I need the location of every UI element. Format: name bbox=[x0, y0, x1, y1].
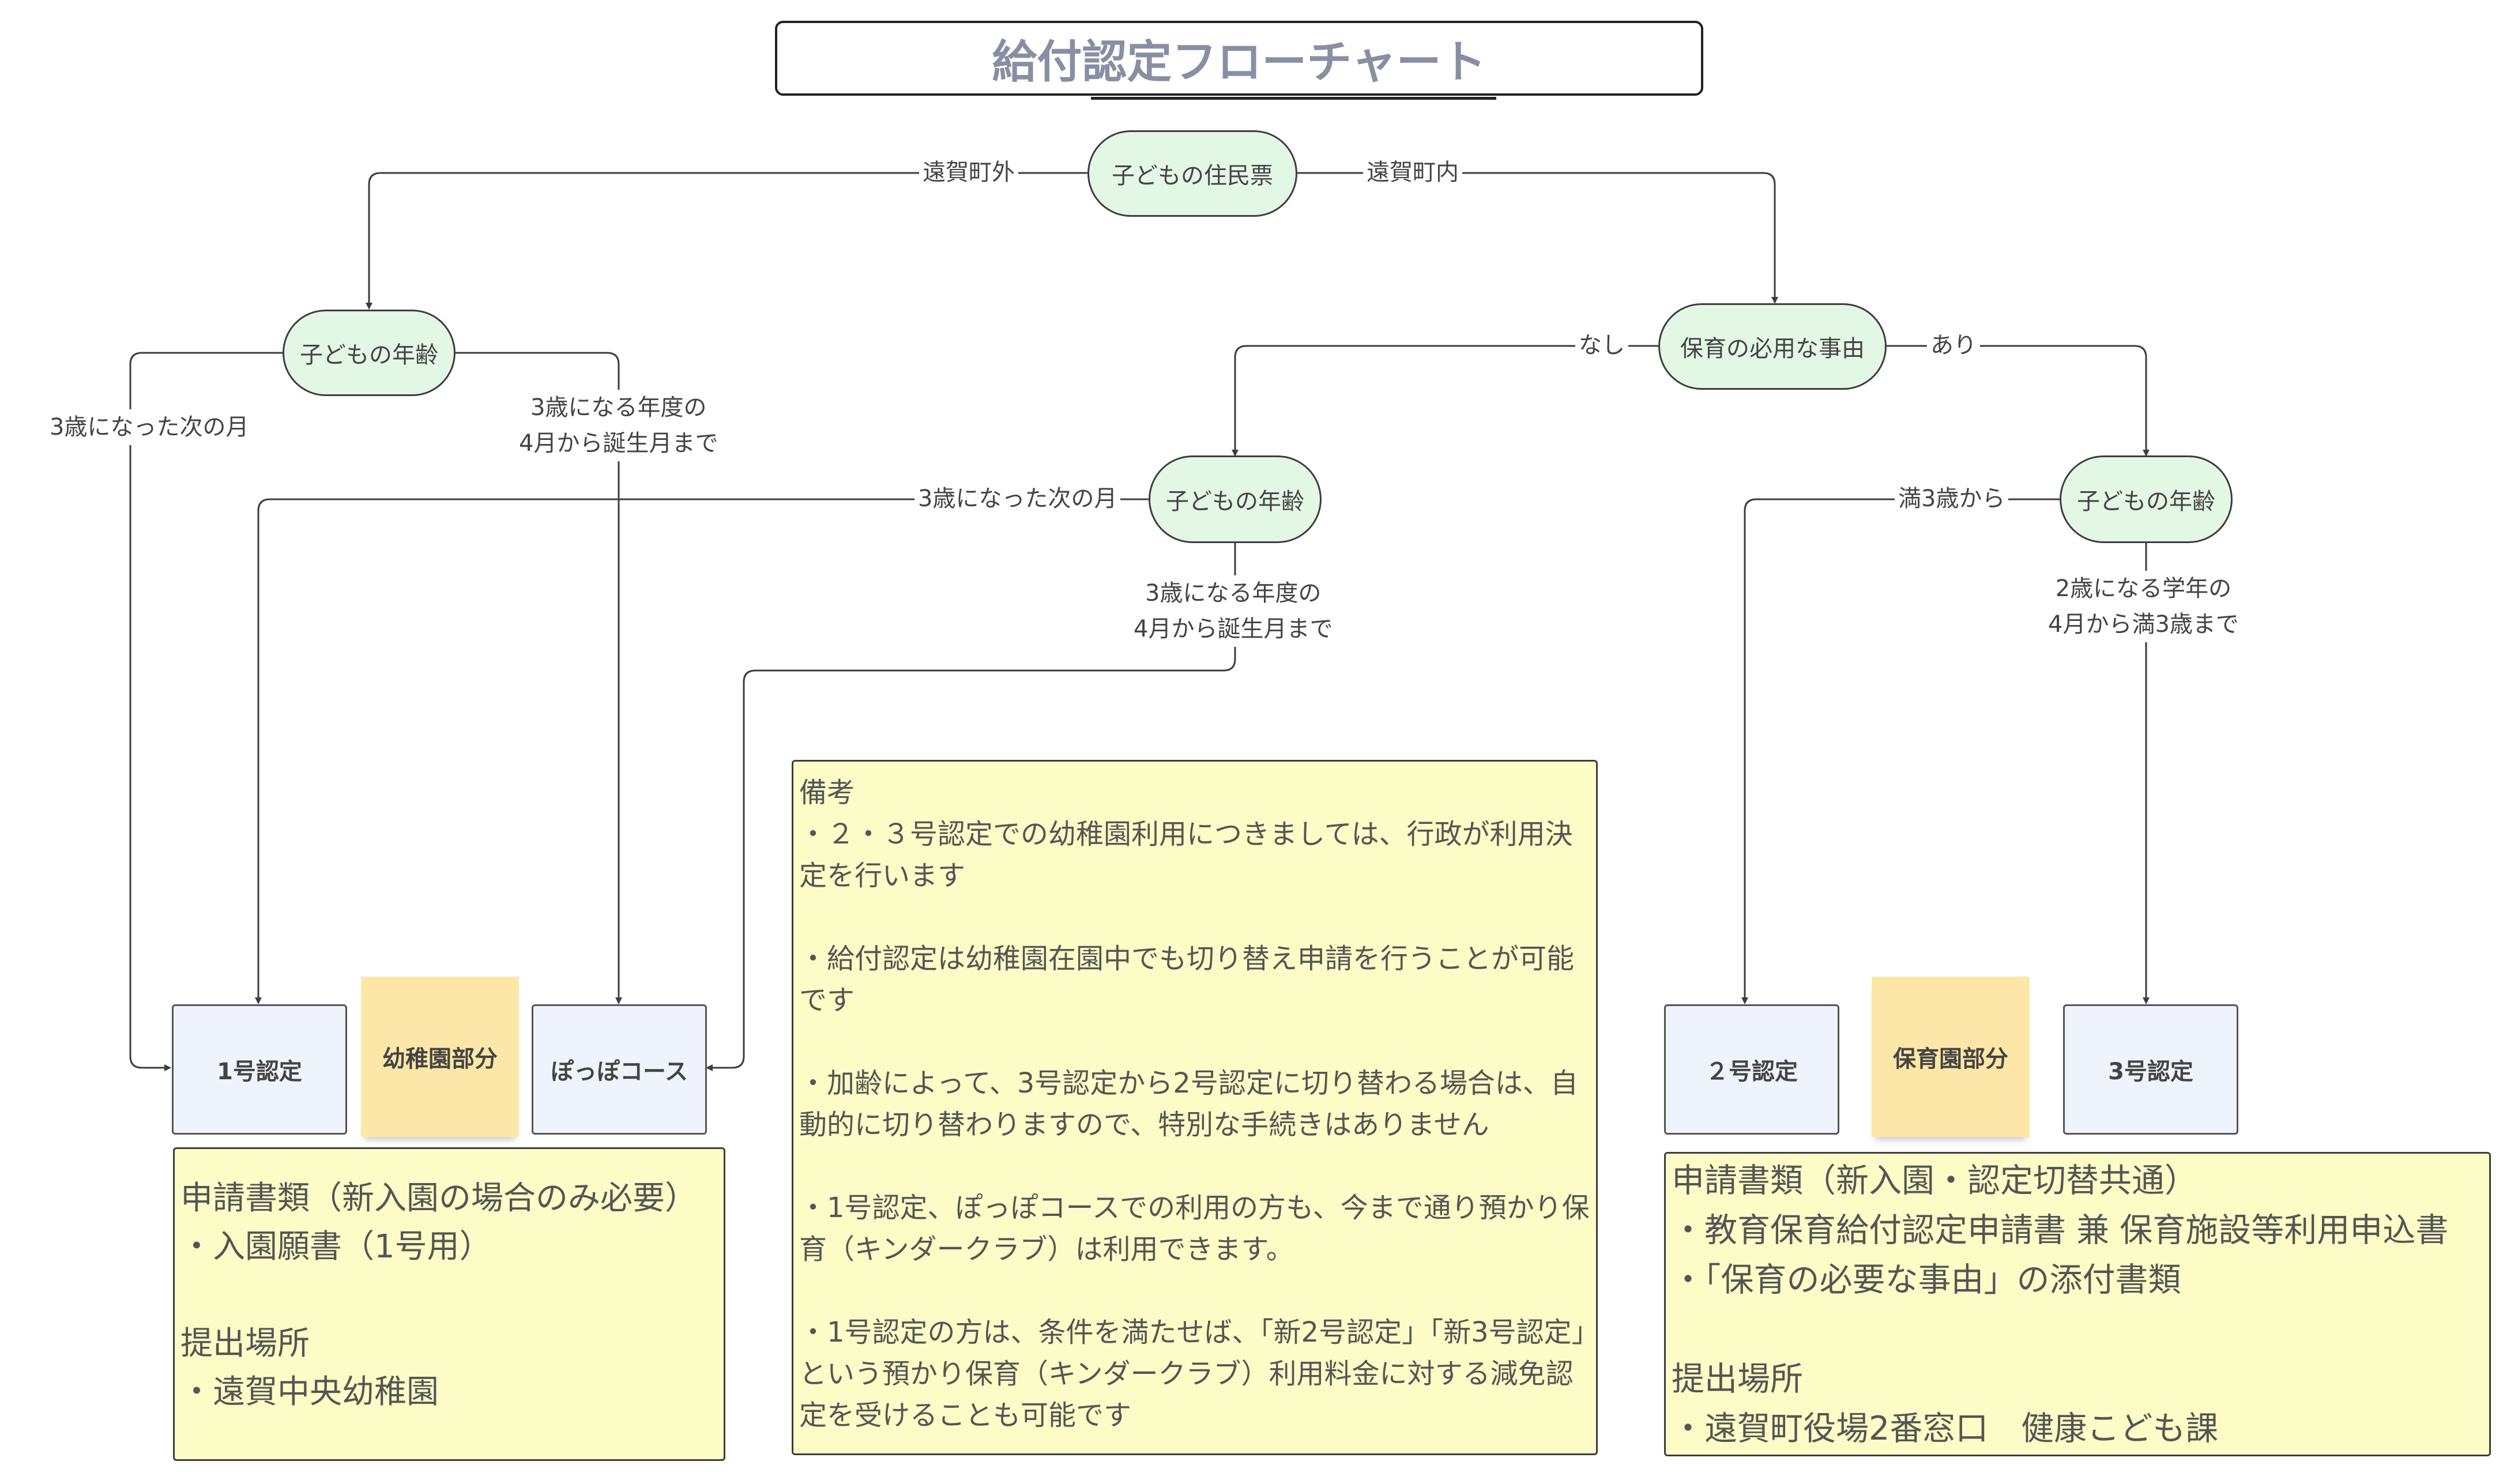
note-right-place-heading: 提出場所 bbox=[1672, 1360, 1803, 1398]
node-poppo: ぽっぽコース bbox=[532, 1004, 707, 1135]
edge-need-none bbox=[1232, 345, 1658, 457]
note-center: 備考 ・２・３号認定での幼稚園利用につきましては、行政が利用決定を行います ・給… bbox=[792, 760, 1598, 1455]
sticky-kinder-section: 幼稚園部分 bbox=[361, 977, 519, 1137]
edge-resident-outside bbox=[366, 172, 1087, 310]
edge-outside-poppo bbox=[456, 352, 622, 1004]
note-right-heading: 申請書類（新入園・認定切替共通） bbox=[1672, 1162, 2197, 1200]
label-inside: 遠賀町内 bbox=[1363, 155, 1462, 190]
label-age2: 2歳になる学年の 4月から満3歳まで bbox=[2045, 571, 2242, 642]
chart-title-box: 給付認定フローチャート bbox=[775, 21, 1703, 100]
label-outside: 遠賀町外 bbox=[919, 155, 1018, 190]
sticky-nursery-section: 保育園部分 bbox=[1872, 977, 2030, 1137]
edge-none-poppo bbox=[706, 543, 1236, 1071]
note-center-p5: ・1号認定の方は、条件を満たせば、「新2号認定」「新3号認定」という預かり保育（… bbox=[799, 1316, 1586, 1432]
label-outside-fiscal-line2: 4月から誕生月まで bbox=[519, 430, 718, 457]
label-none-next-month: 3歳になった次の月 bbox=[914, 481, 1121, 517]
note-right-item2: ・「保育の必要な事由」の添付書類 bbox=[1672, 1261, 2181, 1299]
label-yes: あり bbox=[1927, 327, 1980, 363]
label-none-fiscal-line2: 4月から誕生月まで bbox=[1134, 616, 1333, 642]
note-right-place: ・遠賀町役場2番窓口 健康こども課 bbox=[1672, 1410, 2219, 1448]
label-from-3: 満3歳から bbox=[1895, 481, 2009, 517]
node-age-none: 子どもの年齢 bbox=[1149, 455, 1322, 543]
note-left: 申請書類（新入園の場合のみ必要） ・入園願書（1号用） 提出場所 ・遠賀中央幼稚… bbox=[173, 1147, 725, 1461]
label-outside-fiscal-line1: 3歳になる年度の bbox=[530, 394, 707, 421]
node-cert3: 3号認定 bbox=[2063, 1004, 2238, 1135]
node-age-outside: 子どもの年齢 bbox=[283, 310, 456, 396]
label-none-fiscal: 3歳になる年度の 4月から誕生月まで bbox=[1130, 575, 1337, 647]
node-age-yes: 子どもの年齢 bbox=[2060, 455, 2233, 543]
note-center-heading: 備考 bbox=[799, 777, 855, 809]
note-center-p3: ・加齢によって、3号認定から2号認定に切り替わる場合は、自動的に切り替わりますの… bbox=[799, 1067, 1578, 1141]
label-outside-next-month: 3歳になった次の月 bbox=[46, 409, 253, 445]
edge-resident-inside bbox=[1297, 172, 1778, 304]
node-cert2: ２号認定 bbox=[1664, 1004, 1839, 1135]
label-none: なし bbox=[1575, 327, 1628, 363]
edge-outside-cert1 bbox=[129, 352, 283, 1071]
note-left-item1: ・入園願書（1号用） bbox=[180, 1228, 492, 1265]
label-age2-line1: 2歳になる学年の bbox=[2055, 575, 2232, 602]
node-resident: 子どもの住民票 bbox=[1087, 130, 1297, 217]
note-right: 申請書類（新入園・認定切替共通） ・教育保育給付認定申請書 兼 保育施設等利用申… bbox=[1664, 1152, 2491, 1456]
note-left-place: ・遠賀中央幼稚園 bbox=[180, 1373, 439, 1411]
node-cert1: 1号認定 bbox=[172, 1004, 347, 1135]
note-left-place-heading: 提出場所 bbox=[180, 1325, 310, 1362]
edge-need-yes bbox=[1887, 345, 2150, 457]
node-need: 保育の必用な事由 bbox=[1658, 303, 1887, 390]
chart-title: 給付認定フローチャート bbox=[992, 26, 1496, 100]
edge-yes-cert2 bbox=[1741, 498, 2060, 1004]
note-right-item1: ・教育保育給付認定申請書 兼 保育施設等利用申込書 bbox=[1672, 1211, 2449, 1249]
label-none-fiscal-line1: 3歳になる年度の bbox=[1145, 580, 1322, 607]
note-center-p2: ・給付認定は幼稚園在園中でも切り替え申請を行うことが可能です bbox=[799, 943, 1575, 1016]
edge-none-cert1 bbox=[255, 498, 1149, 1004]
label-age2-line2: 4月から満3歳まで bbox=[2048, 611, 2239, 638]
label-outside-fiscal: 3歳になる年度の 4月から誕生月まで bbox=[515, 390, 722, 461]
note-left-heading: 申請書類（新入園の場合のみ必要） bbox=[180, 1180, 697, 1217]
note-center-p1: ・２・３号認定での幼稚園利用につきましては、行政が利用決定を行います bbox=[799, 818, 1573, 892]
note-center-p4: ・1号認定、ぽっぽコースでの利用の方も、今まで通り預かり保育（キンダークラブ）は… bbox=[799, 1192, 1590, 1265]
